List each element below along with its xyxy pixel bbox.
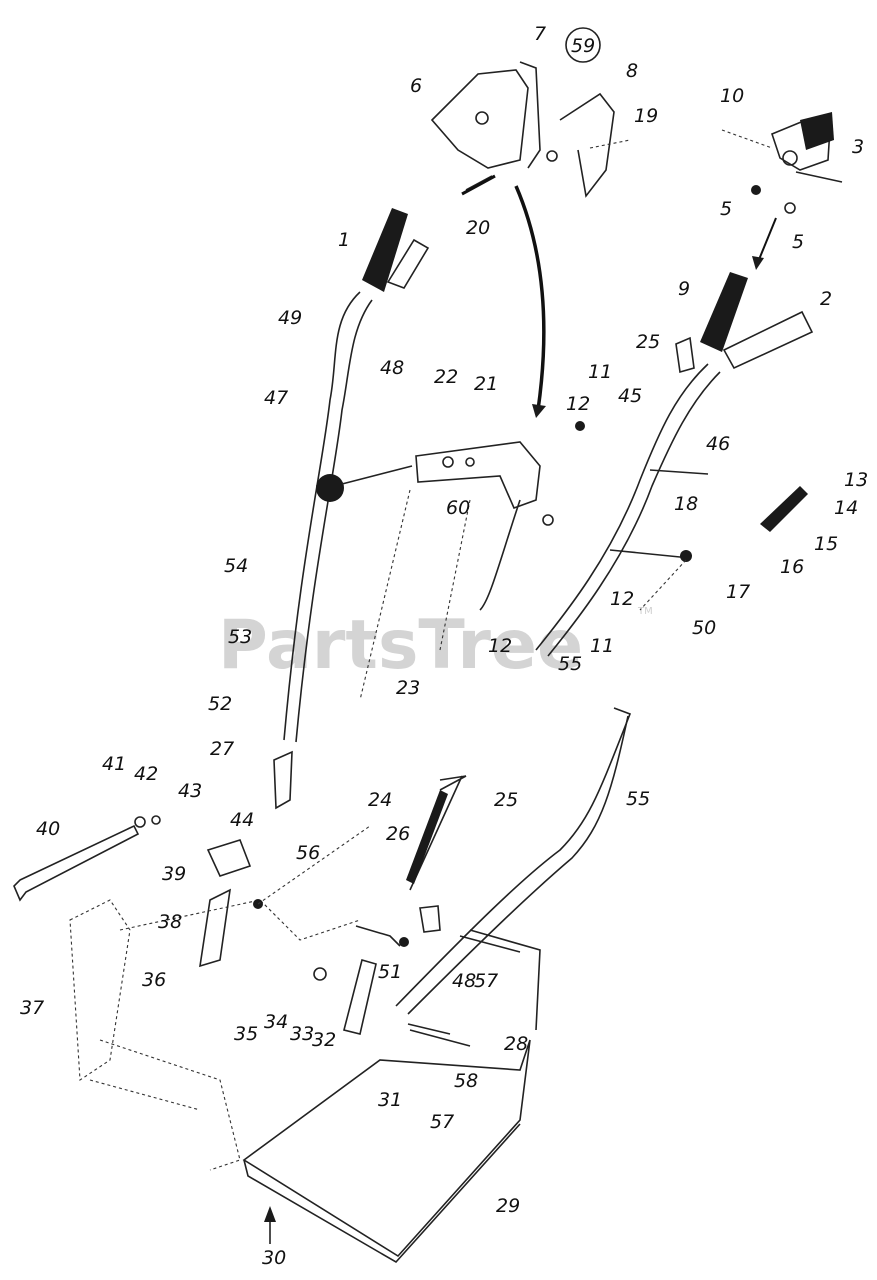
- left-handle: [283, 208, 430, 743]
- callout-11: 11: [590, 635, 614, 657]
- callout-27: 27: [210, 738, 234, 760]
- callout-5: 5: [720, 198, 732, 220]
- callout-47: 47: [264, 387, 288, 409]
- callout-15: 15: [814, 533, 838, 555]
- linkage-rod: [542, 421, 808, 611]
- callout-6: 6: [410, 75, 422, 97]
- callout-42: 42: [134, 763, 158, 785]
- callout-30: 30: [262, 1247, 286, 1269]
- callout-32: 32: [312, 1029, 336, 1051]
- callout-29: 29: [496, 1195, 520, 1217]
- upper-bracket-assembly: [430, 61, 631, 198]
- callout-25: 25: [494, 789, 518, 811]
- callout-10: 10: [720, 85, 744, 107]
- callout-7: 7: [534, 23, 546, 45]
- callout-12: 12: [566, 393, 590, 415]
- callout-60: 60: [446, 497, 470, 519]
- assembly-arrow: [514, 185, 546, 411]
- callout-34: 34: [264, 1011, 288, 1033]
- throttle-lever-assembly: [721, 112, 843, 270]
- callout-37: 37: [20, 997, 44, 1019]
- callout-55: 55: [626, 788, 650, 810]
- callout-33: 33: [290, 1023, 314, 1045]
- callout-59-circle: [565, 27, 601, 63]
- right-handle: [535, 272, 814, 657]
- callout-12: 12: [488, 635, 512, 657]
- callout-28: 28: [504, 1033, 528, 1055]
- callout-5: 5: [792, 231, 804, 253]
- callout-39: 39: [162, 863, 186, 885]
- base-plate: [242, 929, 541, 1264]
- choke-rod: [13, 815, 161, 902]
- callout-58: 58: [454, 1070, 478, 1092]
- callout-31: 31: [378, 1089, 402, 1111]
- callout-24: 24: [368, 789, 392, 811]
- callout-41: 41: [102, 753, 126, 775]
- callout-19: 19: [634, 105, 658, 127]
- callout-25: 25: [636, 331, 660, 353]
- watermark: PartsTree: [218, 606, 583, 685]
- callout-1: 1: [338, 229, 350, 251]
- callout-45: 45: [618, 385, 642, 407]
- callout-36: 36: [142, 969, 166, 991]
- callout-17: 17: [726, 581, 750, 603]
- callout-12: 12: [610, 588, 634, 610]
- callout-21: 21: [474, 373, 498, 395]
- callout-46: 46: [706, 433, 730, 455]
- callout-3: 3: [852, 136, 864, 158]
- engine-housing: [69, 899, 361, 1171]
- callout-26: 26: [386, 823, 410, 845]
- callout-44: 44: [230, 809, 254, 831]
- callout-43: 43: [178, 780, 202, 802]
- callout-57: 57: [474, 970, 498, 992]
- callout-22: 22: [434, 366, 458, 388]
- callout-2: 2: [820, 288, 832, 310]
- callout-56: 56: [296, 842, 320, 864]
- callout-40: 40: [36, 818, 60, 840]
- callout-52: 52: [208, 693, 232, 715]
- callout-38: 38: [158, 911, 182, 933]
- callout-35: 35: [234, 1023, 258, 1045]
- callout-18: 18: [674, 493, 698, 515]
- callout-9: 9: [678, 278, 690, 300]
- callout-50: 50: [692, 617, 716, 639]
- callout-51: 51: [378, 961, 402, 983]
- callout-14: 14: [834, 497, 858, 519]
- callout-8: 8: [626, 60, 638, 82]
- callout-49: 49: [278, 307, 302, 329]
- watermark-tm: TM: [637, 606, 653, 617]
- callout-13: 13: [844, 469, 868, 491]
- callout-55: 55: [558, 653, 582, 675]
- callout-48: 48: [380, 357, 404, 379]
- callout-57: 57: [430, 1111, 454, 1133]
- bolt-30: [264, 1206, 276, 1244]
- callout-11: 11: [588, 361, 612, 383]
- center-linkage: [199, 750, 467, 1035]
- callout-labels: 1 2 3 5 5 6 7 8 9 10 11 11 12 12 12 13 1…: [20, 23, 868, 1269]
- callout-48: 48: [452, 970, 476, 992]
- callout-20: 20: [466, 217, 490, 239]
- callout-53: 53: [228, 626, 252, 648]
- callout-23: 23: [396, 677, 420, 699]
- callout-59: 59: [571, 35, 595, 57]
- callout-16: 16: [780, 556, 804, 578]
- callout-54: 54: [224, 555, 248, 577]
- center-bracket: [359, 441, 541, 701]
- lower-handle-tube: [395, 707, 632, 1015]
